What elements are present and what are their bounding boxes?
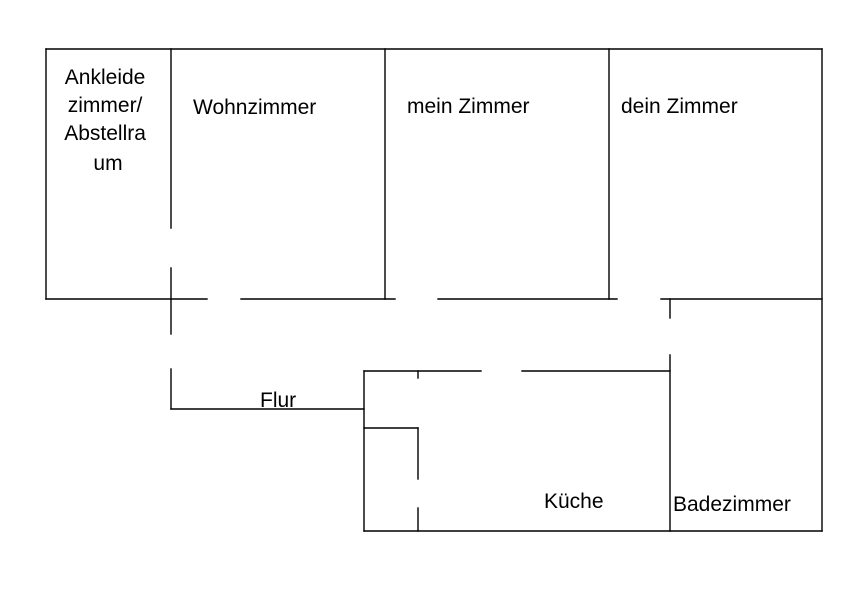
ankleide-line-1: Ankleide <box>65 66 146 89</box>
room-label-badezimmer: Badezimmer <box>673 493 791 516</box>
room-label-flur: Flur <box>260 389 296 412</box>
room-label-ankleidezimmer: Ankleide zimmer/ Abstellra um <box>64 66 152 175</box>
ankleide-line-3: Abstellra <box>64 122 146 145</box>
room-label-mein-zimmer: mein Zimmer <box>407 95 530 118</box>
ankleide-line-2: zimmer/ <box>68 94 143 117</box>
room-label-kueche: Küche <box>544 490 604 513</box>
room-label-dein-zimmer: dein Zimmer <box>621 95 738 118</box>
room-label-wohnzimmer: Wohnzimmer <box>193 96 316 119</box>
ankleide-line-4: um <box>93 152 122 175</box>
